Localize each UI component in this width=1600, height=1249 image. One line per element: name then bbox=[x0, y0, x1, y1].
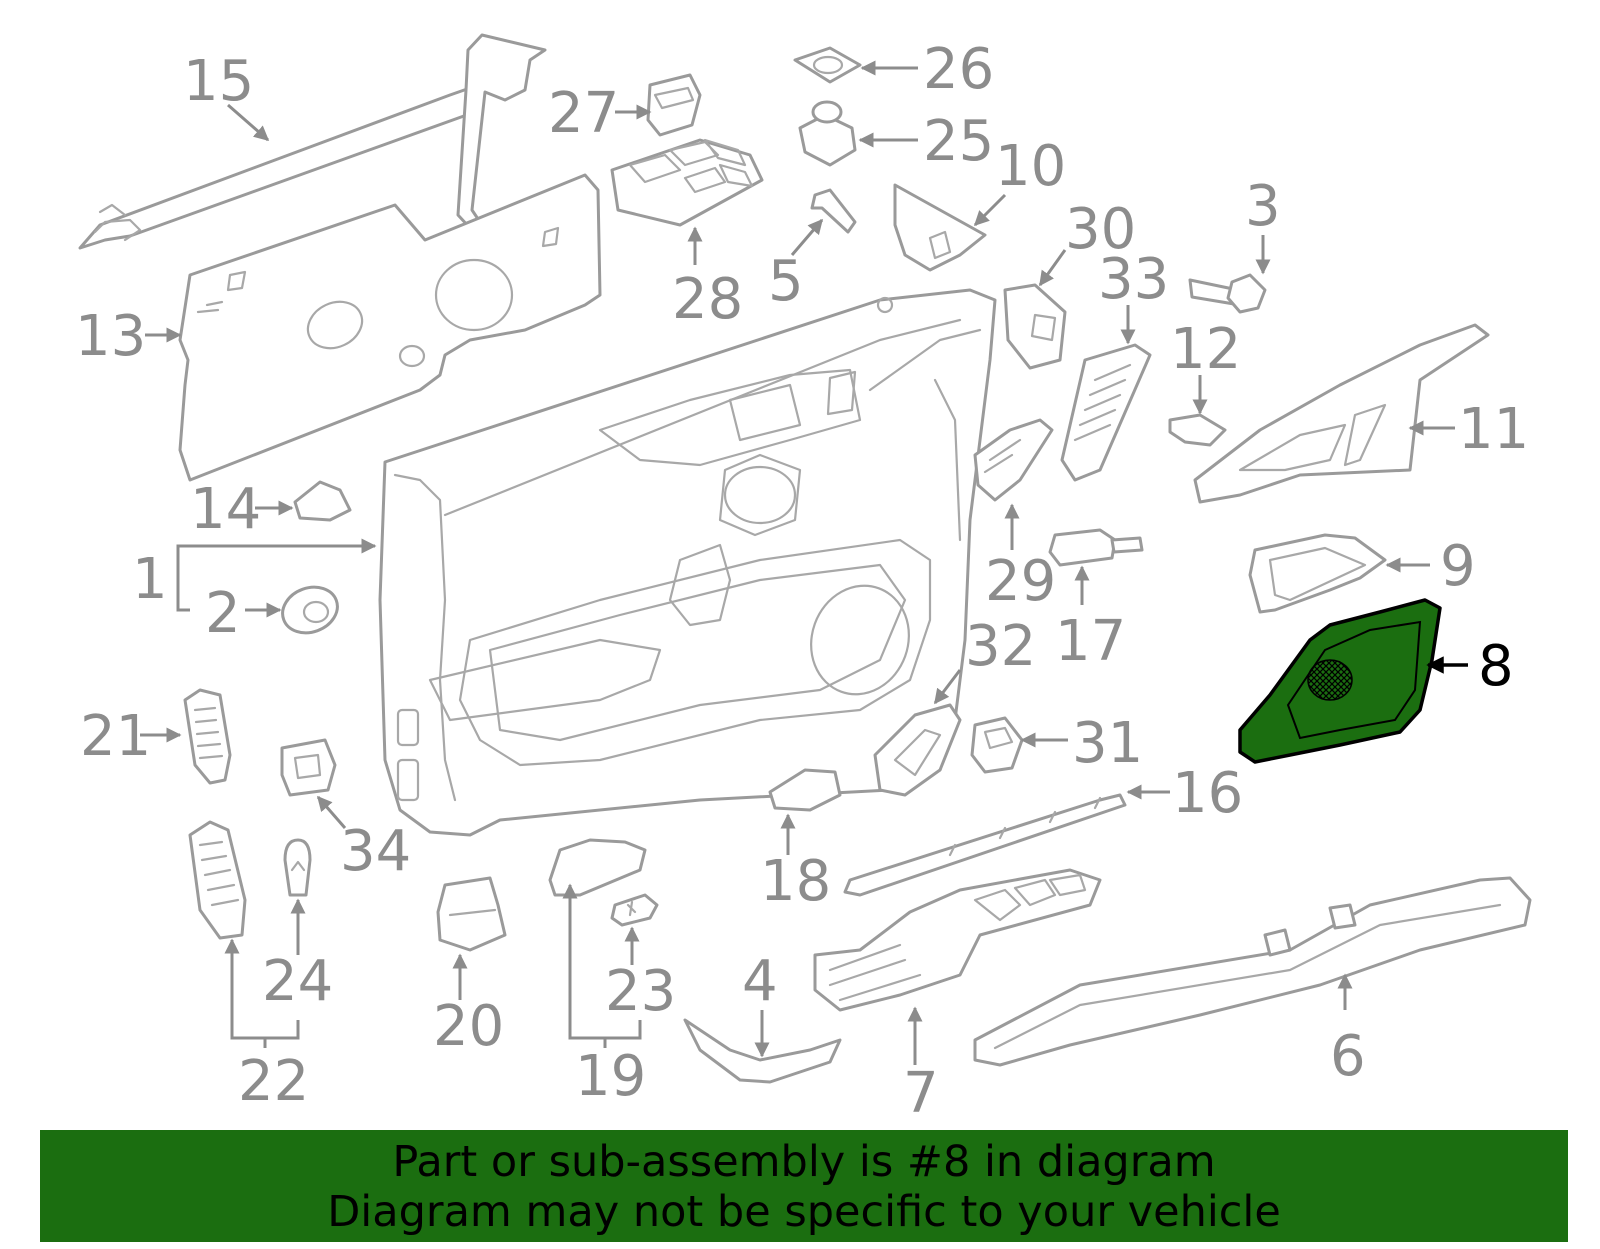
part-27-switch bbox=[646, 73, 702, 137]
part-16-weatherstrip bbox=[843, 793, 1127, 897]
label-9: 9 bbox=[1440, 534, 1476, 599]
part-19-lamp bbox=[548, 838, 647, 897]
label-6: 6 bbox=[1330, 1024, 1366, 1089]
label-21: 21 bbox=[80, 704, 151, 769]
banner-line-2: Diagram may not be specific to your vehi… bbox=[327, 1187, 1281, 1237]
label-29: 29 bbox=[985, 549, 1056, 614]
label-17: 17 bbox=[1055, 609, 1126, 674]
part-18-lamp bbox=[768, 768, 842, 812]
part-15-window-channel bbox=[78, 33, 547, 250]
label-5: 5 bbox=[768, 249, 804, 314]
label-24: 24 bbox=[262, 949, 333, 1014]
callout-labels: 15 27 26 25 10 30 3 33 12 11 13 28 5 14 … bbox=[75, 37, 1529, 1126]
label-23: 23 bbox=[605, 959, 676, 1024]
part-28-window-switch bbox=[610, 138, 764, 227]
label-32: 32 bbox=[965, 614, 1036, 679]
label-11: 11 bbox=[1458, 397, 1529, 462]
label-26: 26 bbox=[923, 37, 994, 102]
label-1: 1 bbox=[132, 547, 168, 612]
part-7-armrest-bracket bbox=[813, 868, 1102, 1012]
part-22-handle bbox=[188, 820, 247, 940]
part-23-bulb bbox=[610, 893, 659, 927]
label-34: 34 bbox=[340, 819, 411, 884]
info-banner: Part or sub-assembly is #8 in diagram Di… bbox=[40, 1130, 1568, 1242]
label-8: 8 bbox=[1478, 634, 1514, 699]
part-17-socket bbox=[1048, 528, 1144, 567]
part-13-vapor-barrier bbox=[178, 173, 602, 482]
part-24-bulb bbox=[283, 838, 312, 897]
label-33: 33 bbox=[1098, 247, 1169, 312]
label-14: 14 bbox=[190, 477, 261, 542]
part-33-switch-panel bbox=[1060, 343, 1152, 482]
label-22: 22 bbox=[238, 1049, 309, 1114]
label-28: 28 bbox=[672, 267, 743, 332]
label-10: 10 bbox=[995, 134, 1066, 199]
label-3: 3 bbox=[1245, 174, 1281, 239]
label-25: 25 bbox=[923, 109, 994, 174]
part-25-mirror-switch bbox=[798, 100, 857, 167]
part-29-switch-bracket bbox=[973, 418, 1054, 502]
part-9-bezel bbox=[1248, 533, 1387, 614]
part-11-upper-trim bbox=[1193, 323, 1490, 504]
part-12-clip-nut bbox=[1168, 413, 1227, 447]
part-3-screw bbox=[1188, 273, 1267, 314]
part-2-grommet bbox=[281, 585, 339, 635]
label-12: 12 bbox=[1170, 317, 1241, 382]
label-19: 19 bbox=[575, 1044, 646, 1109]
part-34-switch bbox=[280, 738, 337, 797]
label-2: 2 bbox=[205, 581, 241, 646]
label-7: 7 bbox=[903, 1061, 939, 1126]
label-20: 20 bbox=[433, 994, 504, 1059]
label-16: 16 bbox=[1172, 761, 1243, 826]
part-5-clip bbox=[810, 188, 857, 234]
label-27: 27 bbox=[548, 81, 619, 146]
part-6-armrest bbox=[973, 876, 1532, 1067]
label-15: 15 bbox=[183, 49, 254, 114]
label-30: 30 bbox=[1065, 197, 1136, 262]
part-26-bezel bbox=[793, 46, 862, 84]
part-21-handle bbox=[183, 688, 232, 785]
part-30-switch bbox=[1003, 283, 1067, 370]
label-4: 4 bbox=[742, 949, 778, 1014]
part-32-handle-bezel bbox=[873, 703, 962, 797]
part-8-speaker-grille bbox=[1238, 598, 1442, 764]
part-20-lamp-housing bbox=[436, 876, 507, 952]
label-13: 13 bbox=[75, 304, 146, 369]
label-31: 31 bbox=[1072, 711, 1143, 776]
part-1-door-trim-panel bbox=[378, 288, 997, 837]
parts-diagram: 15 27 26 25 10 30 3 33 12 11 13 28 5 14 … bbox=[75, 33, 1532, 1126]
part-10-tweeter-cover bbox=[893, 183, 987, 272]
banner-line-1: Part or sub-assembly is #8 in diagram bbox=[392, 1137, 1216, 1187]
part-4-trim bbox=[683, 1018, 842, 1084]
leader-lines bbox=[140, 60, 1468, 1065]
label-18: 18 bbox=[760, 849, 831, 914]
part-14-clip bbox=[293, 480, 352, 522]
part-31-switch bbox=[970, 716, 1024, 774]
